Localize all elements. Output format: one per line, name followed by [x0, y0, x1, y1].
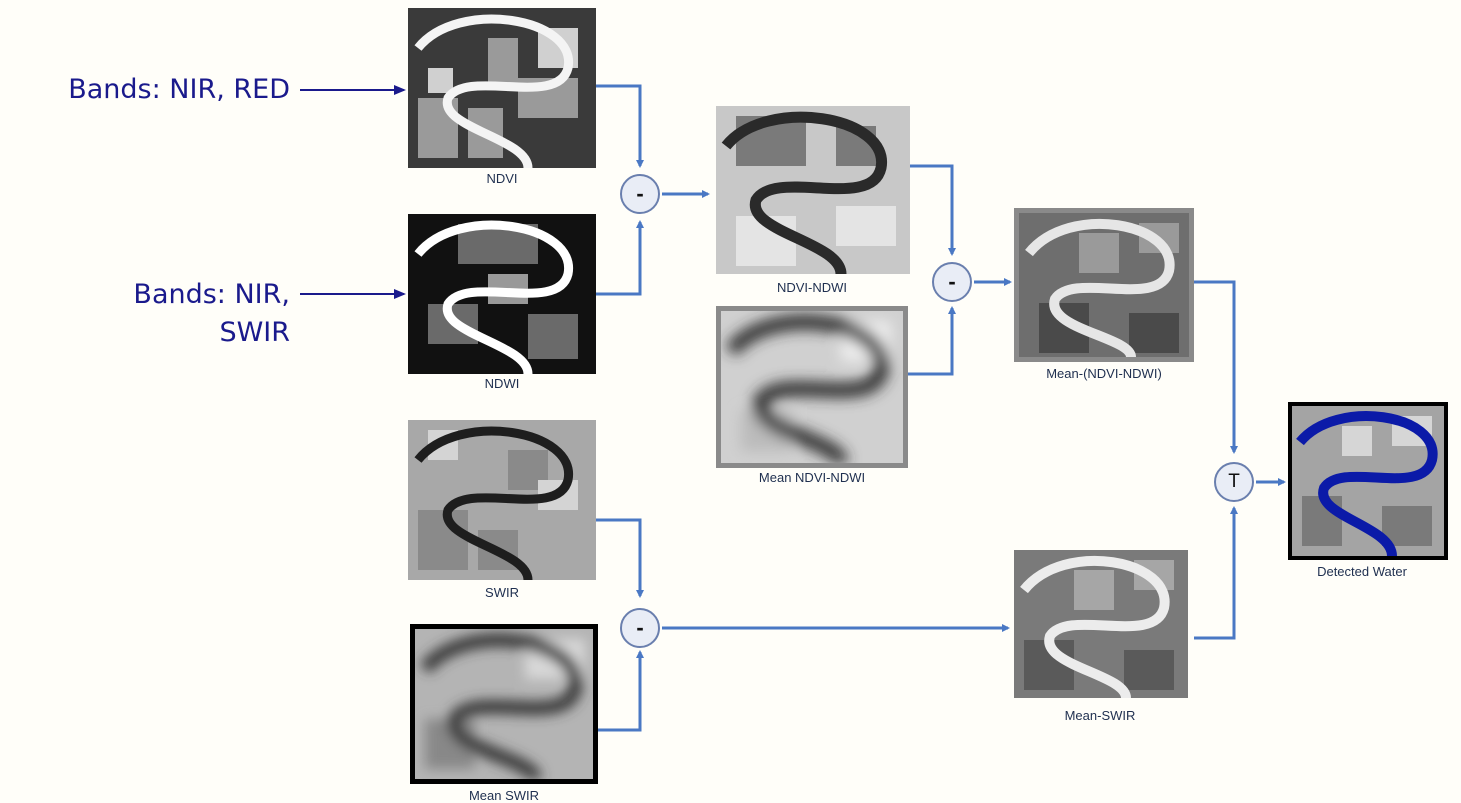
bands-ndwi-line1: Bands: NIR, — [10, 276, 290, 314]
mean-swir-to-t — [1194, 508, 1234, 638]
mean-ndvi-ndwi-caption: Mean NDVI-NDWI — [759, 470, 865, 485]
ndwi-image — [408, 214, 596, 374]
ndvi-ndwi-image — [716, 106, 910, 274]
subtract-operator-3: - — [620, 608, 660, 648]
subtract-operator-2: - — [932, 262, 972, 302]
mean-ndvi-ndwi-image — [716, 306, 908, 468]
swir-caption: SWIR — [485, 585, 519, 600]
mean-minus-ndvi-ndwi-caption: Mean-(NDVI-NDWI) — [1046, 366, 1162, 381]
mean-ndvi-ndwi-to-op2 — [906, 308, 952, 374]
ndvi-caption: NDVI — [486, 171, 517, 186]
detected-water-image — [1288, 402, 1448, 560]
mean-minus-swir-image — [1014, 550, 1188, 698]
ndwi-caption: NDWI — [485, 376, 520, 391]
swir-image — [408, 420, 596, 580]
subtract-operator-1: - — [620, 174, 660, 214]
threshold-operator: T — [1214, 462, 1254, 502]
bands-ndvi-label: Bands: NIR, RED — [10, 71, 290, 109]
mean-swir-image — [410, 624, 598, 784]
detected-water-caption: Detected Water — [1317, 564, 1407, 579]
ndvi-to-op1 — [596, 86, 640, 166]
mean-swir-to-op3 — [598, 652, 640, 730]
ndvi-ndwi-caption: NDVI-NDWI — [777, 280, 847, 295]
bands-ndwi-label: Bands: NIR, SWIR — [10, 276, 290, 352]
mean-minus-swir-caption: Mean-SWIR — [1065, 708, 1136, 723]
ndvi-image — [408, 8, 596, 168]
bands-ndwi-line2: SWIR — [10, 314, 290, 352]
mean-minus-ndvi-ndwi-image — [1014, 208, 1194, 362]
ndwi-to-op1 — [596, 222, 640, 294]
swir-to-op3 — [596, 520, 640, 596]
ndvi-ndwi-to-op2 — [910, 166, 952, 254]
mean-swir-caption: Mean SWIR — [469, 788, 539, 803]
mean-ndvi-ndwi-to-t — [1194, 282, 1234, 452]
